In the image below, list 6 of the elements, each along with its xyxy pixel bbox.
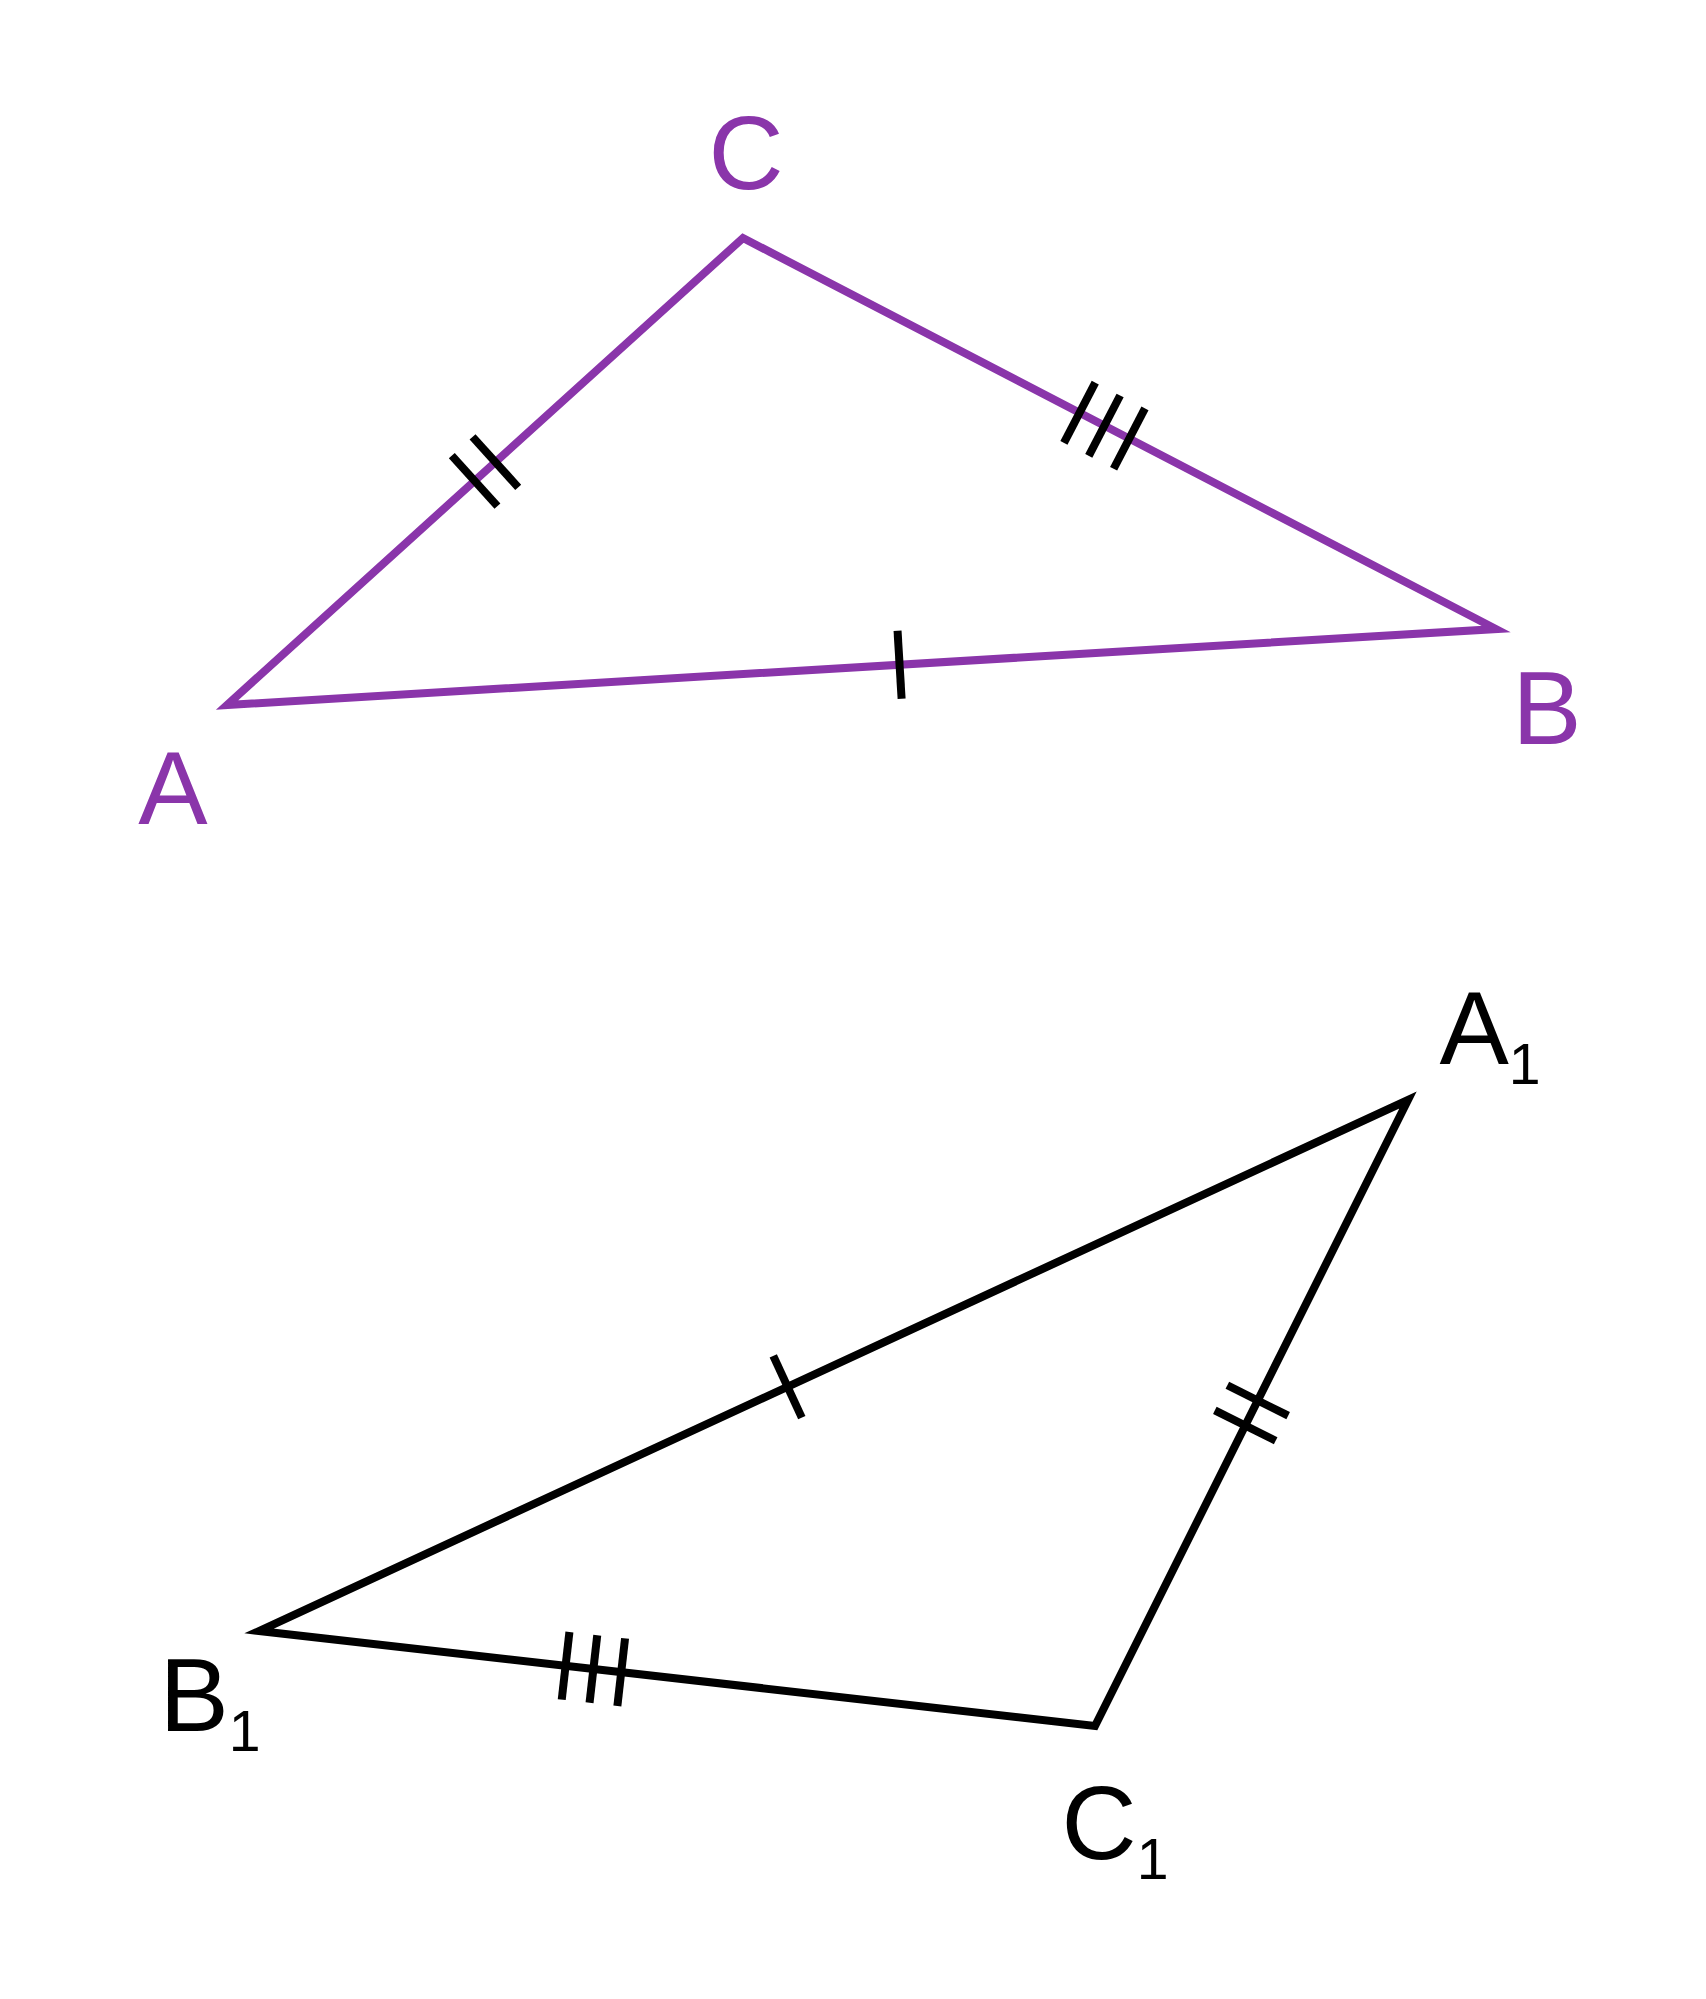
- vertex-label: B: [1512, 656, 1582, 760]
- vertex-label: C$_{1}$: [1061, 1771, 1169, 1889]
- vertex-label: B$_{1}$: [159, 1643, 261, 1761]
- vertex-label: A$_{1}$: [1439, 976, 1541, 1094]
- vertex-label: A: [138, 736, 208, 840]
- vertex-label: C: [708, 101, 784, 205]
